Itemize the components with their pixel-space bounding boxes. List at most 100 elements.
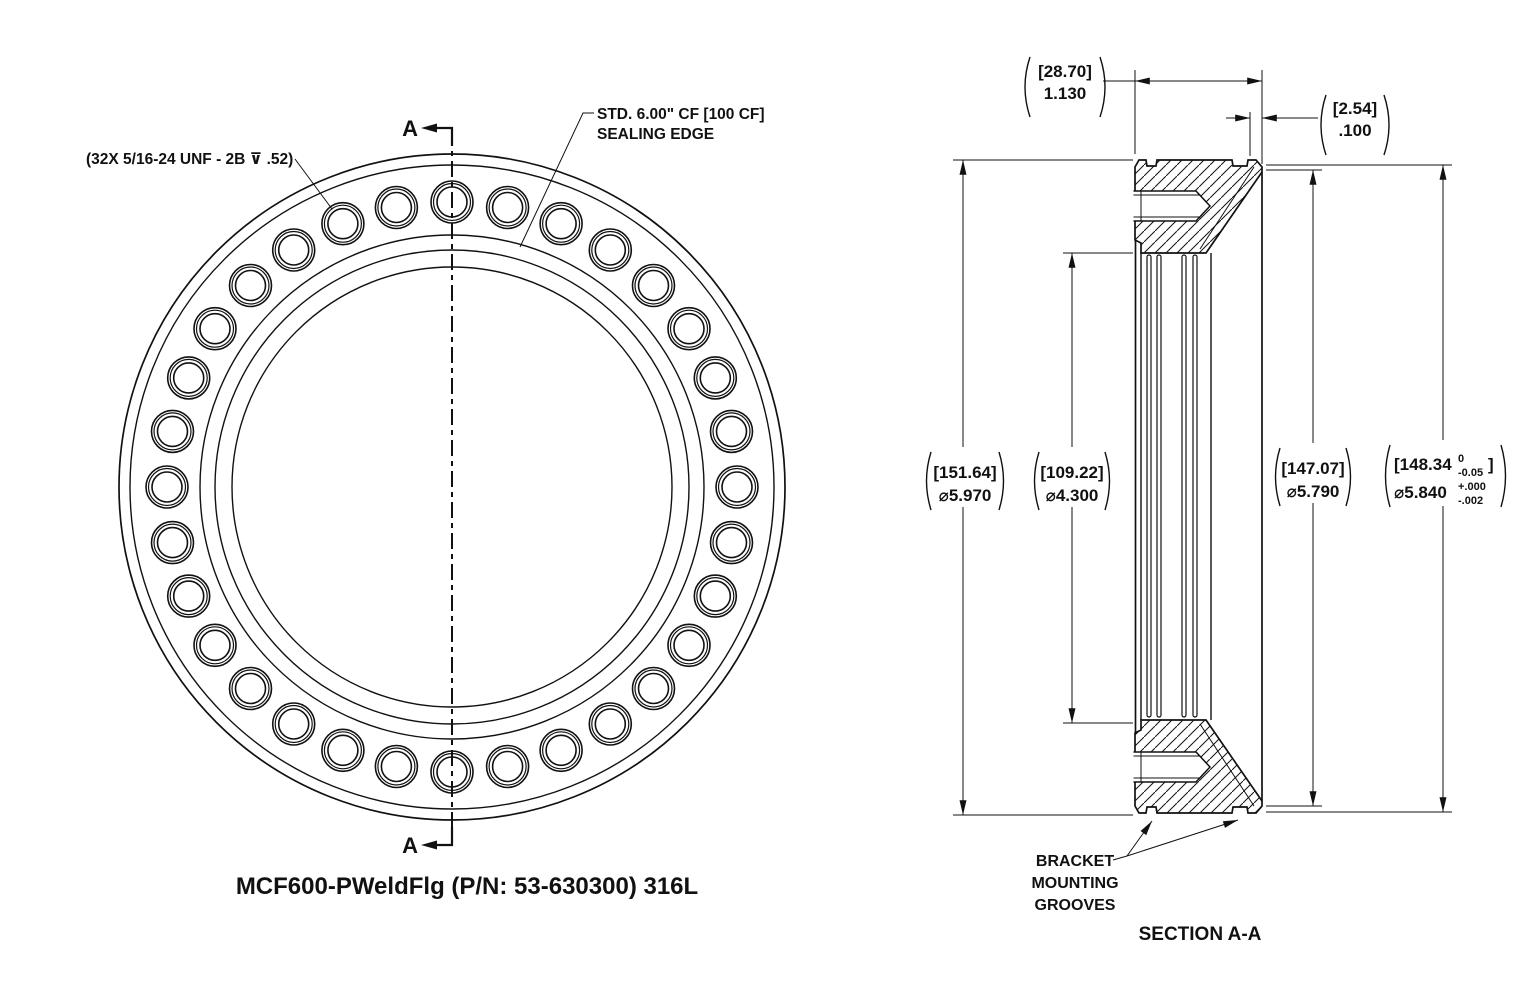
bolt-hole [327,207,359,240]
bolt-hole [715,465,759,509]
bolt-hole [234,672,267,705]
bolt-hole [699,362,732,394]
bolt-hole [591,704,630,744]
section-arrow-bottom: A [402,827,454,858]
bolt-hole [673,312,705,345]
bolt-hole [594,234,627,266]
dim-bore: [109.22] ⌀4.300 [1033,252,1133,724]
grooves-label-line2: MOUNTING [1031,875,1118,892]
dim-max-mm-value: [148.34 [1394,455,1452,474]
dim-seal: [147.07] ⌀5.790 [1266,169,1352,807]
bolt-hole [591,230,630,270]
bolt-hole [631,263,676,308]
bolt-hole [323,731,362,770]
sealing-callout-leader [519,112,594,248]
section-arrow-top: A [402,116,454,146]
bolt-hole [374,744,419,789]
bolt-hole [153,412,192,451]
part-caption: MCF600-PWeldFlg (P/N: 53-630300) 316L [236,873,698,900]
bolt-hole [193,623,237,668]
dim-bore-mm: [109.22] [1040,463,1103,482]
bolt-hole [321,728,365,773]
section-top-tapped-hole [1133,190,1212,222]
bolt-hole [271,702,316,746]
bolt-hole [545,207,577,240]
bolt-hole [156,526,189,559]
bolt-hole [380,750,413,783]
bolt-hole [327,734,359,767]
bolt-hole [485,185,530,230]
bolt-hole [491,191,524,224]
bolt-hole [150,520,195,565]
bolt-hole [696,358,735,397]
bolt-hole [539,201,583,246]
bolt-hole [594,708,627,740]
bolt-hole [634,266,673,305]
bolt-hole [673,629,705,662]
thread-callout: (32X 5/16-24 UNF - 2B ⊽ .52) [86,151,333,210]
bolt-hole [541,731,581,770]
bolt-hole [153,523,192,562]
bolt-hole [323,204,362,243]
bolt-hole [231,266,270,305]
bolt-hole [721,471,753,503]
bolt-hole [195,309,235,348]
dim-max-in-tol-lower: -.002 [1458,495,1483,507]
bolt-hole [377,188,416,227]
tube-bore-lines [1134,172,1263,801]
bolt-hole [277,708,310,740]
bolt-hole [234,269,267,302]
bolt-hole [717,467,757,507]
bolt-hole [699,580,732,612]
bolt-hole [709,520,754,565]
top-taper-inner-line [1199,166,1255,250]
bolt-hole [709,409,754,454]
dim-max-in-tol-upper: +.000 [1458,481,1486,493]
section-view: [28.70] 1.130 [2.54] .100 [151.64] ⌀5.97… [925,56,1507,945]
dim-sealing-edge: [2.54] .100 [1226,94,1390,164]
bolt-hole [669,309,709,348]
bolt-hole [485,744,530,789]
grooves-label-line1: BRACKET [1036,853,1114,870]
bolt-hole [193,306,237,351]
bolt-hole [377,747,416,786]
bolt-hole [715,526,748,559]
section-arrow-top-head [421,123,437,133]
bolt-hole [321,201,365,246]
bolt-hole [169,358,208,397]
section-title: SECTION A-A [1139,924,1262,945]
bolt-hole [712,523,751,562]
bolt-hole [172,580,205,612]
bolt-hole [693,574,738,618]
bolt-hole [228,263,273,308]
sealing-callout-line1: STD. 6.00" CF [100 CF] [597,106,765,123]
grooves-leader-1 [1126,820,1153,857]
section-arrow-bottom-label: A [402,833,418,858]
bolt-hole [637,672,670,705]
bolt-hole [631,666,676,711]
section-bottom-tapped-hole [1133,751,1212,783]
bolt-hole [696,576,735,616]
bracket-grooves-callout: BRACKET MOUNTING GROOVES [1031,819,1239,914]
bolt-hole [637,269,670,302]
bolt-hole [545,734,577,767]
section-arrow-top-label: A [402,116,418,141]
bolt-hole [588,702,633,746]
bolt-hole [488,188,527,227]
dim-max-mm-tol-upper: 0 [1458,453,1464,465]
bolt-hole [195,626,235,665]
dim-max-in-value: ⌀5.840 [1394,483,1447,502]
dim-bore-in: ⌀4.300 [1046,486,1099,505]
dim-seal-in: ⌀5.790 [1287,482,1340,501]
bolt-hole [151,471,183,503]
sealing-edge-callout: STD. 6.00" CF [100 CF] SEALING EDGE [519,106,765,248]
bolt-hole [156,415,189,448]
bolt-hole [693,356,738,400]
section-arrow-bottom-head [421,840,437,850]
dim-sealing-edge-in: .100 [1338,121,1371,140]
bolt-hole [715,415,748,448]
dim-thickness: [28.70] 1.130 [1024,56,1263,154]
bolt-hole [231,669,270,708]
